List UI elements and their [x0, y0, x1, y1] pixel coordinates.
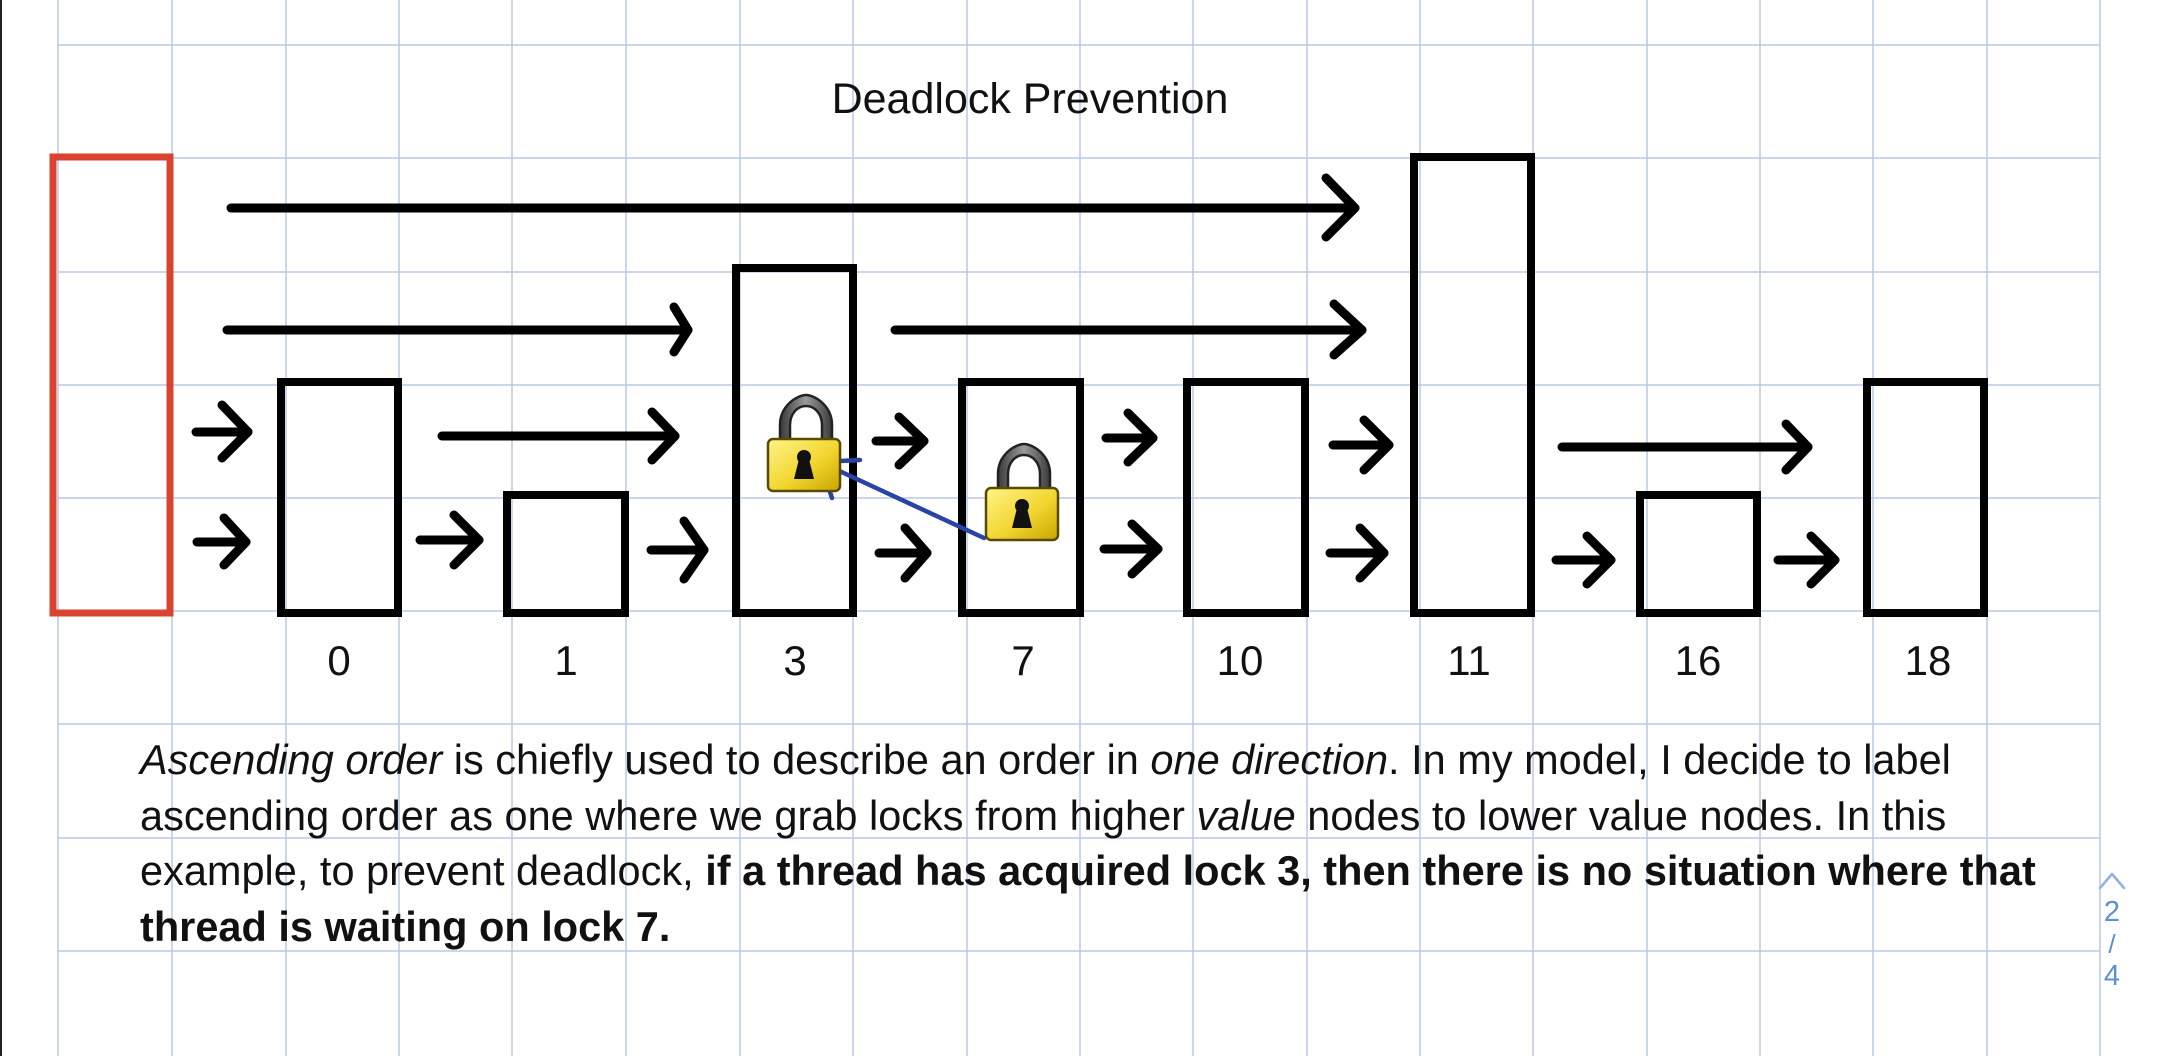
node-18-tower — [1863, 378, 1988, 617]
caption-conclusion: if a thread has acquired lock 3, then th… — [140, 847, 2036, 950]
node-0 — [277, 378, 402, 617]
node-value-label: 3 — [783, 637, 806, 684]
node-value-label: 11 — [1447, 637, 1491, 684]
node-11 — [1410, 153, 1535, 617]
pointer-arrow-7-to-10-level0 — [1099, 519, 1163, 579]
node-value-label: 1 — [554, 637, 577, 684]
forward-pointers — [191, 173, 1840, 589]
node-0-tower — [277, 378, 402, 617]
pointer-arrow-3-to-7-level1 — [871, 412, 929, 470]
node-11-tower — [1410, 153, 1535, 617]
node-1-tower — [503, 491, 629, 617]
padlock-icon — [766, 393, 842, 493]
node-16-tower — [1636, 491, 1761, 617]
pointer-arrow-11-to-18-level1 — [1557, 419, 1813, 475]
pointer-arrow-1-to-3-level0 — [646, 516, 709, 584]
pointer-arrow-head-to-3-level2 — [222, 302, 693, 357]
page-total: 4 — [2103, 960, 2121, 992]
node-value-label: 18 — [1905, 637, 1952, 684]
pointer-arrow-11-to-16-level0 — [1551, 531, 1616, 589]
pointer-arrow-head-to-0-level0 — [192, 513, 251, 570]
node-16 — [1636, 491, 1761, 617]
node-18 — [1863, 378, 1988, 617]
node-1 — [503, 491, 629, 617]
caption-term-one-direction: one direction — [1150, 736, 1389, 783]
padlock-icon — [984, 442, 1060, 542]
pointer-arrow-head-to-11-level3 — [226, 173, 1360, 242]
page-current: 2 — [2103, 896, 2121, 928]
caption-text: is chiefly used to describe an order in — [442, 736, 1151, 783]
node-10 — [1183, 378, 1309, 617]
node-7 — [958, 378, 1084, 617]
node-7-tower — [958, 378, 1084, 617]
node-value-label: 0 — [327, 637, 350, 684]
pointer-arrow-10-to-11-level1 — [1328, 415, 1394, 475]
pointer-arrow-head-to-0-level1 — [191, 400, 253, 463]
pointer-arrow-16-to-18-level0 — [1773, 531, 1840, 589]
pointer-arrow-10-to-11-level0 — [1325, 523, 1389, 583]
node-3 — [732, 264, 857, 617]
explanation-paragraph: Ascending order is chiefly used to descr… — [140, 732, 2070, 954]
pointer-arrow-3-to-11-level2 — [890, 299, 1367, 360]
caption-term-ascending-order: Ascending order — [140, 736, 443, 783]
diagram-title: Deadlock Prevention — [832, 75, 1229, 123]
pointer-arrow-0-to-3-level1 — [437, 407, 680, 465]
page-edge — [0, 0, 2, 1056]
node-10-tower — [1183, 378, 1309, 617]
caption-text: nodes to lower value nodes. In this exam… — [140, 791, 1947, 895]
head-sentinel-box — [49, 153, 174, 617]
page-indicator[interactable]: 2 / 4 — [2092, 864, 2132, 994]
page-separator: / — [2108, 929, 2116, 959]
pointer-arrow-3-to-7-level0 — [874, 523, 932, 583]
chevron-up-icon[interactable] — [2092, 864, 2132, 894]
caption-text: . In my model, I decide to label ascendi… — [140, 736, 1951, 839]
pointer-arrow-0-to-1-level0 — [415, 510, 484, 570]
node-value-label: 7 — [1011, 637, 1034, 684]
node-3-tower — [732, 264, 857, 617]
node-value-label: 10 — [1217, 637, 1264, 684]
caption-term-value: value — [1196, 791, 1296, 839]
node-value-label: 16 — [1675, 637, 1722, 684]
pointer-arrow-7-to-10-level1 — [1101, 408, 1158, 467]
